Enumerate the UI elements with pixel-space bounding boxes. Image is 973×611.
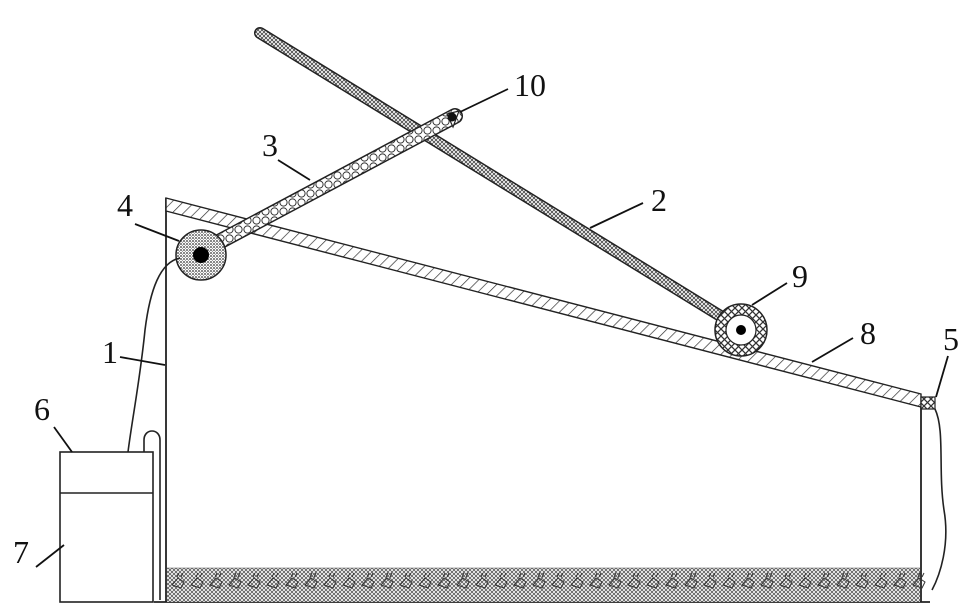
- control-box: [59, 451, 154, 603]
- hinge-pin: [446, 110, 460, 129]
- label-2: 2: [651, 182, 667, 218]
- container-body: [154, 198, 930, 603]
- side-hose: [143, 430, 161, 600]
- label-5: 5: [943, 321, 959, 357]
- right-cable: [931, 408, 947, 591]
- drive-wheel: [175, 229, 227, 281]
- label-1: 1: [102, 334, 118, 370]
- substrate-glyphs: [171, 572, 926, 589]
- label-10: 10: [514, 67, 546, 103]
- label-3: 3: [262, 127, 278, 163]
- label-7: 7: [13, 534, 29, 570]
- label-4: 4: [117, 187, 133, 223]
- label-9: 9: [792, 258, 808, 294]
- roller-wheel: [714, 303, 768, 357]
- wheel-cable: [127, 257, 181, 453]
- leader-lines: [35, 88, 949, 568]
- label-6: 6: [34, 391, 50, 427]
- sensor-block: [920, 396, 936, 410]
- label-8: 8: [860, 315, 876, 351]
- sloped-cover: [165, 197, 922, 408]
